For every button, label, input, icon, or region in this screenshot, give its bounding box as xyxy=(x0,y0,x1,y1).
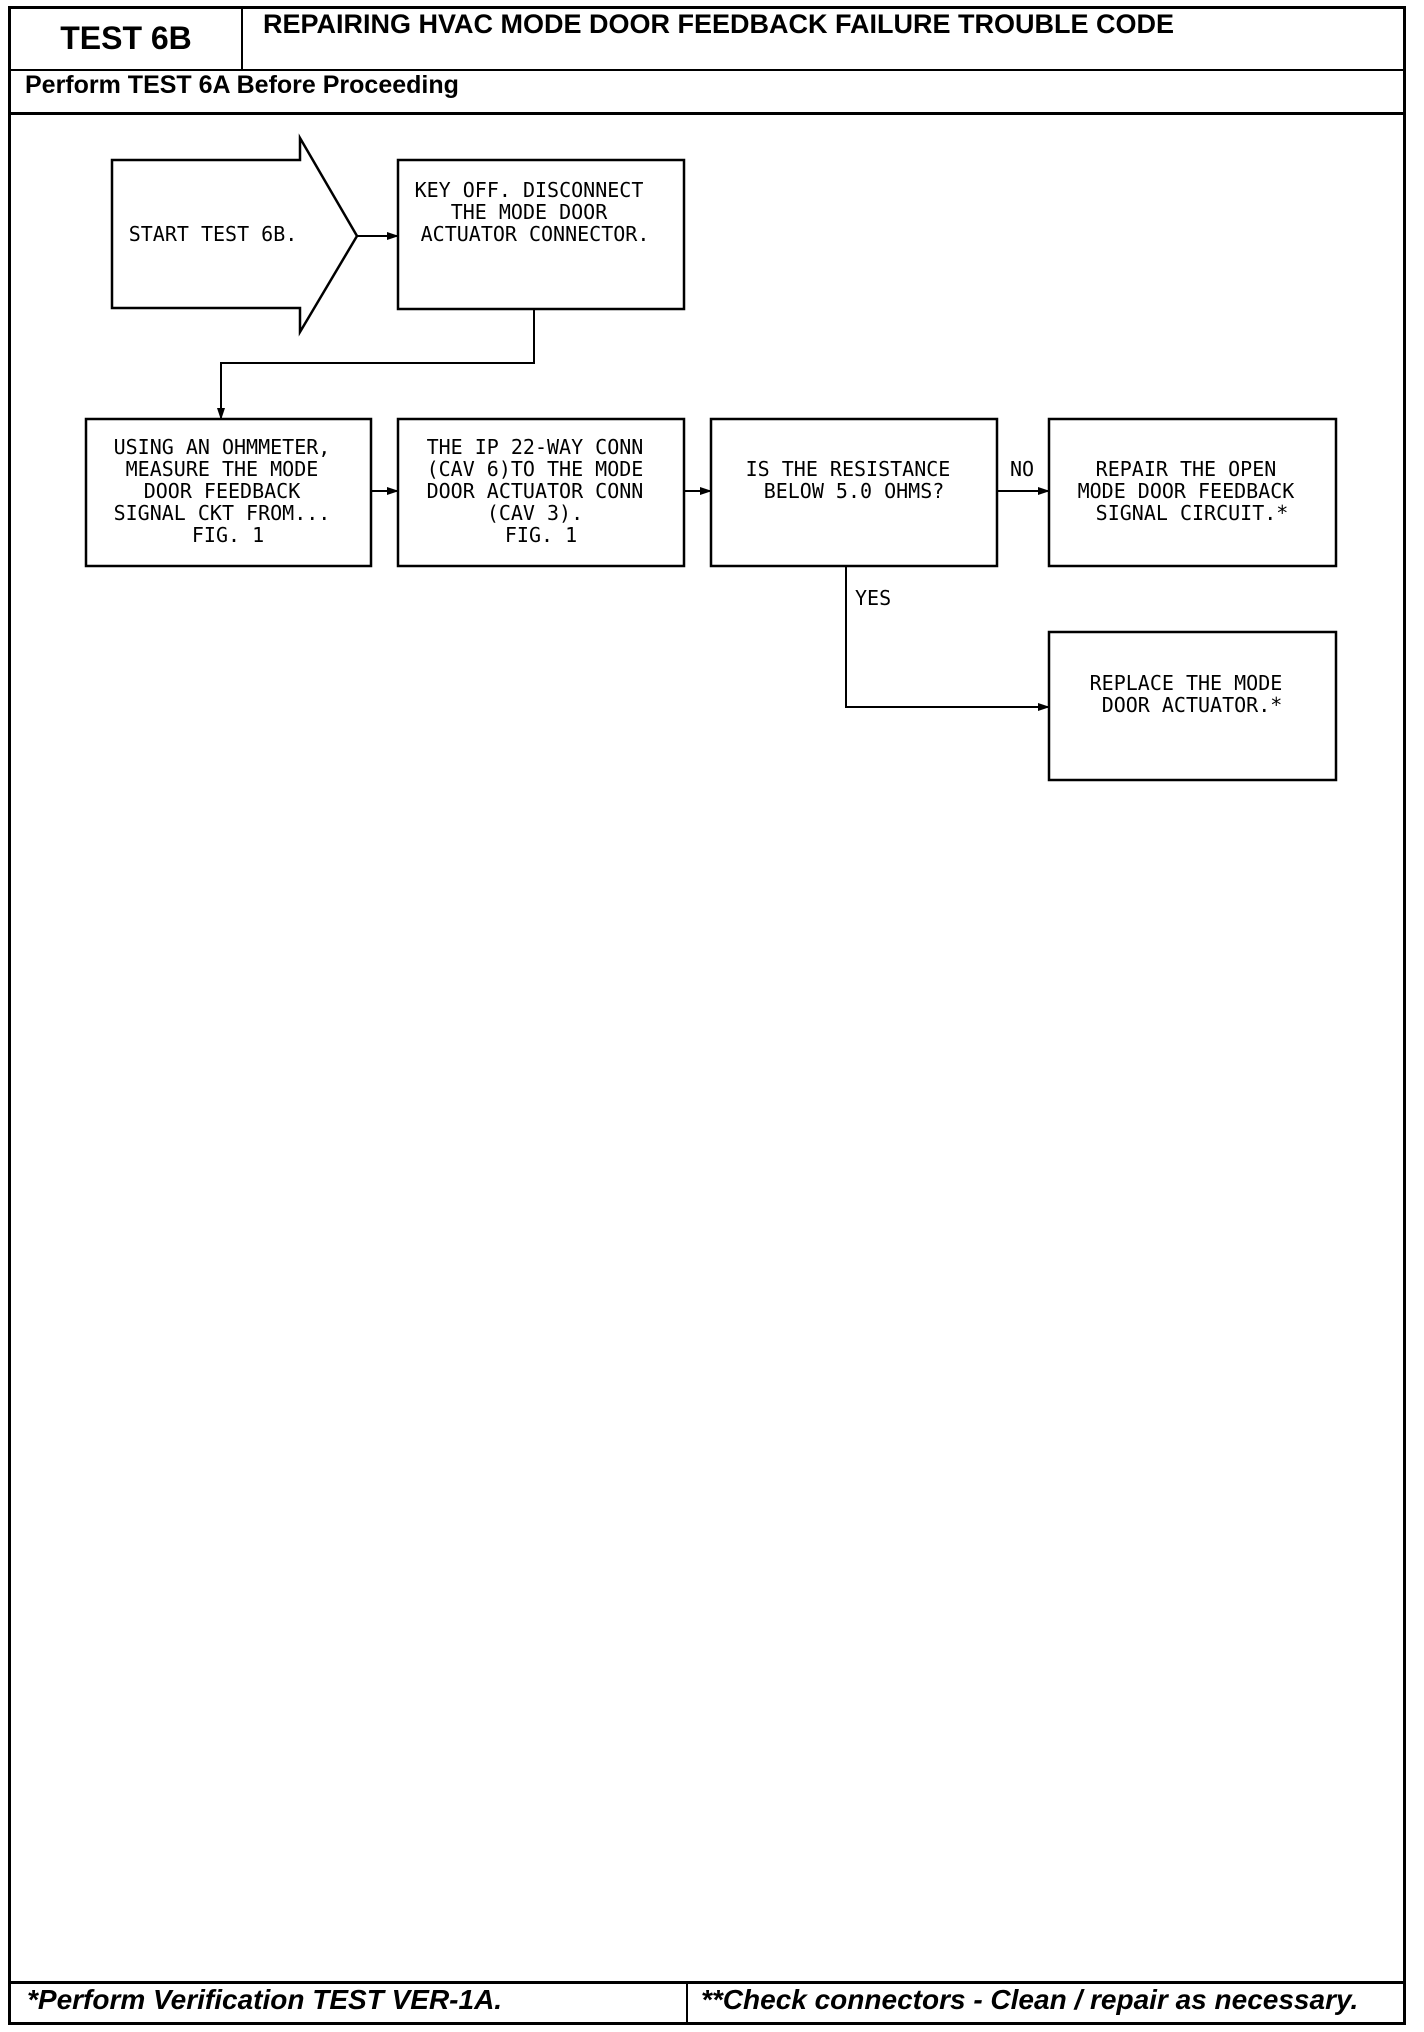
yes-result-box xyxy=(1047,630,1338,782)
no-result-text: REPAIR THE OPEN MODE DOOR FEEDBACK SIGNA… xyxy=(1078,457,1307,525)
no-result-box xyxy=(1047,417,1338,568)
footer-verification-note: *Perform Verification TEST VER-1A. xyxy=(27,1984,503,2015)
prerequisite-text: Perform TEST 6A Before Proceeding xyxy=(25,71,459,99)
decision-text: IS THE RESISTANCE BELOW 5.0 OHMS? xyxy=(746,457,963,503)
no-branch-label: NO xyxy=(1010,457,1034,481)
connector-yes-branch xyxy=(845,566,1050,711)
start-text: START TEST 6B. xyxy=(129,222,298,246)
header-row: TEST 6B REPAIRING HVAC MODE DOOR FEEDBAC… xyxy=(11,9,1403,71)
yes-branch-label: YES xyxy=(855,586,891,610)
yes-result-text: REPLACE THE MODE DOOR ACTUATOR.* xyxy=(1090,671,1295,717)
step-connector-text: THE IP 22-WAY CONN (CAV 6)TO THE MODE DO… xyxy=(427,435,656,547)
step-measure-box xyxy=(84,417,373,568)
page-frame: TEST 6B REPAIRING HVAC MODE DOOR FEEDBAC… xyxy=(8,6,1406,2025)
footer-divider xyxy=(686,1984,688,2022)
step-disconnect-box xyxy=(396,158,686,311)
start-arrow-shape xyxy=(110,133,359,337)
decision-box xyxy=(709,417,999,568)
connector-step1-to-step2 xyxy=(217,309,535,420)
prerequisite-row: Perform TEST 6A Before Proceeding xyxy=(11,71,1403,115)
step-measure-text: USING AN OHMMETER, MEASURE THE MODE DOOR… xyxy=(114,435,343,547)
footer-connector-note: **Check connectors - Clean / repair as n… xyxy=(701,1984,1359,2015)
step-disconnect-text: KEY OFF. DISCONNECT THE MODE DOOR ACTUAT… xyxy=(415,178,656,246)
test-title: REPAIRING HVAC MODE DOOR FEEDBACK FAILUR… xyxy=(263,9,1175,39)
step-connector-box xyxy=(396,417,686,568)
footer-row: *Perform Verification TEST VER-1A. **Che… xyxy=(11,1981,1403,2022)
test-id: TEST 6B xyxy=(11,9,243,69)
